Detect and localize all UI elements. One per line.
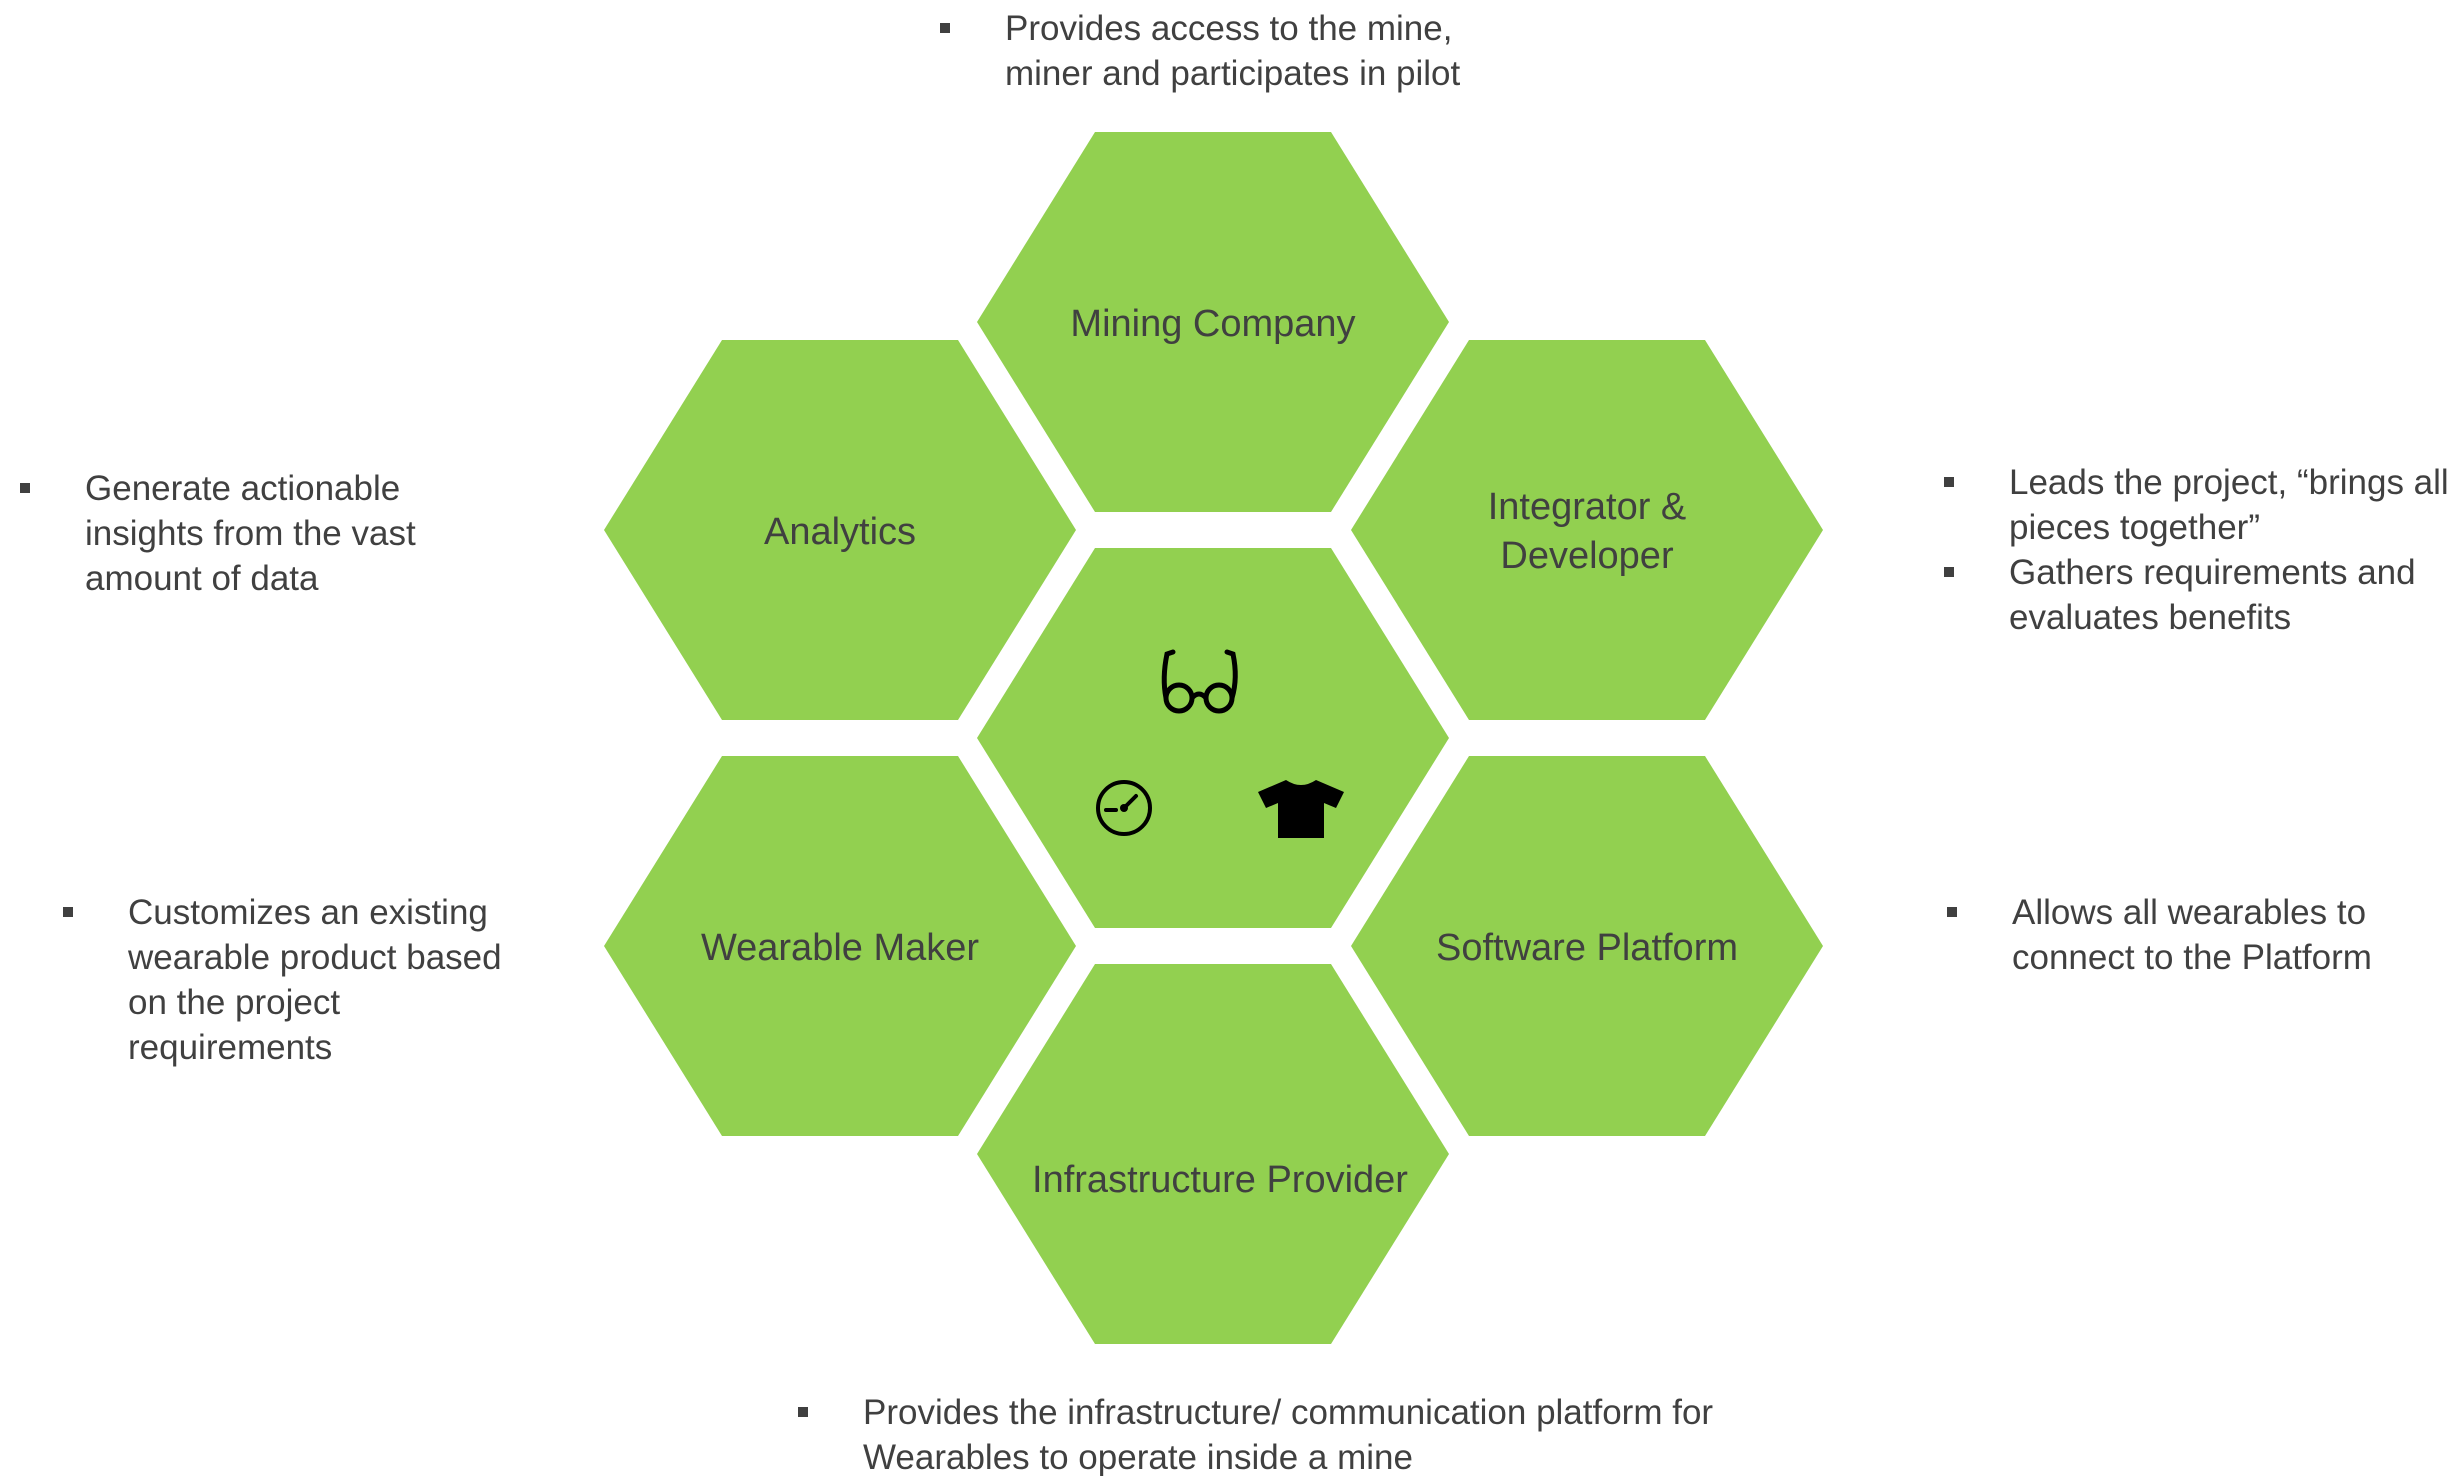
gauge-icon [1096, 780, 1152, 836]
note-software-platform: Allows all wearables to connect to the P… [1947, 890, 2387, 980]
hexagon-infrastructure-provider [977, 964, 1449, 1344]
note-wearable-maker: Customizes an existing wearable product … [63, 890, 543, 1070]
hexagon-wearable-maker [604, 756, 1076, 1136]
note-item: Customizes an existing wearable product … [63, 890, 543, 1070]
tshirt-icon [1258, 780, 1344, 838]
note-item: Provides the infrastructure/ communicati… [798, 1390, 1818, 1476]
note-analytics: Generate actionable insights from the va… [20, 466, 480, 601]
hexagon-label-mining-company: Mining Company [1070, 303, 1356, 345]
note-item: Generate actionable insights from the va… [20, 466, 480, 601]
hexagon-label-analytics: Analytics [763, 511, 917, 553]
hexagon-analytics [604, 340, 1076, 720]
note-item: Gathers requirements and evaluates benef… [1944, 550, 2450, 640]
note-item: Provides access to the mine, miner and p… [940, 6, 1540, 96]
hexagon-label-infrastructure-provider: Infrastructure Provider [1032, 1159, 1408, 1201]
note-item: Leads the project, “brings all pieces to… [1944, 460, 2450, 550]
note-infrastructure-provider: Provides the infrastructure/ communicati… [798, 1390, 1818, 1476]
hexagon-label-software-platform: Software Platform [1436, 927, 1738, 969]
hexagon-label-integrator-developer: Integrator & Developer [1487, 486, 1687, 577]
hexagon-center [977, 548, 1449, 928]
glasses-icon [1161, 649, 1238, 714]
hexagon-label-wearable-maker: Wearable Maker [700, 927, 980, 969]
note-integrator-developer: Leads the project, “brings all pieces to… [1944, 460, 2450, 640]
note-item: Allows all wearables to connect to the P… [1947, 890, 2387, 980]
note-mining-company: Provides access to the mine, miner and p… [940, 6, 1540, 96]
